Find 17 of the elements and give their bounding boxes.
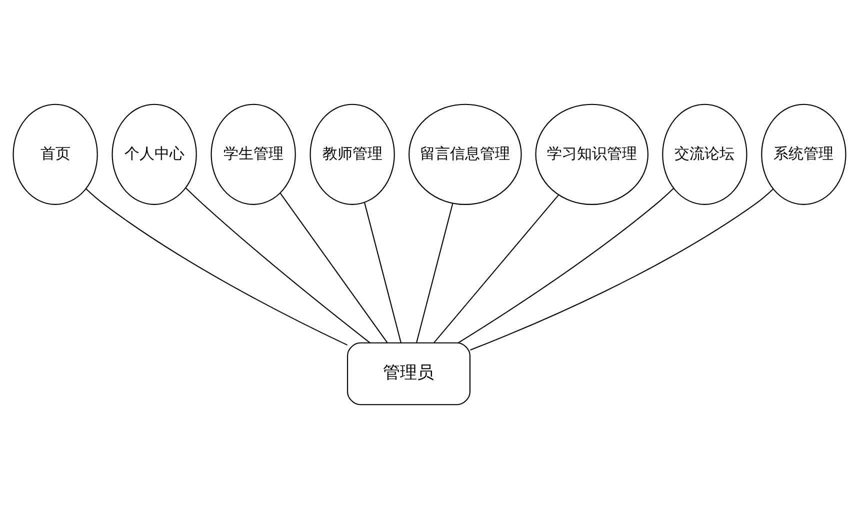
connector <box>433 194 559 343</box>
node-box: 管理员 <box>346 342 470 405</box>
node-ellipse: 个人中心 <box>111 103 196 204</box>
node-ellipse: 留言信息管理 <box>408 103 522 204</box>
node-ellipse: 学习知识管理 <box>534 103 648 204</box>
connector <box>185 187 370 343</box>
connector <box>279 192 388 342</box>
node-ellipse: 系统管理 <box>760 103 846 204</box>
connector <box>85 188 348 346</box>
node-ellipse: 交流论坛 <box>662 103 747 204</box>
connector <box>416 202 453 342</box>
node-ellipse: 学生管理 <box>210 103 296 204</box>
node-ellipse: 教师管理 <box>309 103 394 204</box>
connector <box>363 202 401 342</box>
connector <box>470 188 774 350</box>
node-ellipse: 首页 <box>12 103 98 204</box>
connector <box>458 188 674 343</box>
